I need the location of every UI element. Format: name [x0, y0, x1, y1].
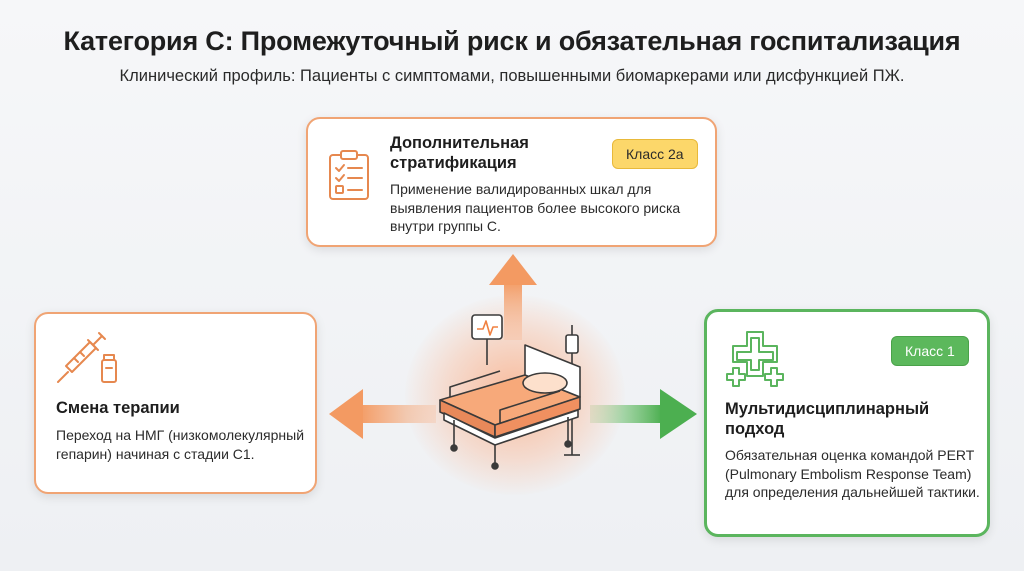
clipboard-checklist-icon: [326, 149, 372, 206]
multidisciplinary-text: Обязательная оценка командой PERT (Pulmo…: [725, 447, 980, 500]
stratification-text: Применение валидированных шкал для выявл…: [390, 181, 681, 234]
page-title: Категория C: Промежуточный риск и обязат…: [63, 26, 961, 56]
multidisciplinary-title: Мультидисциплинарный подход: [725, 400, 930, 438]
page-subtitle: Клинический профиль: Пациенты с симптома…: [119, 67, 905, 85]
medical-crosses-icon: [725, 328, 785, 393]
class-1-badge: Класс 1: [891, 336, 969, 366]
stratification-title: Дополнительная стратификация: [390, 134, 529, 172]
syringe-vial-icon: [54, 328, 120, 393]
therapy-change-title: Смена терапии: [56, 399, 180, 417]
therapy-change-card: Смена терапии Переход на НМГ (низкомолек…: [34, 312, 317, 494]
stratification-card: Дополнительная стратификация Класс 2a Пр…: [306, 117, 717, 247]
multidisciplinary-card: Класс 1 Мультидисциплинарный подход Обяз…: [704, 309, 990, 537]
therapy-change-text: Переход на НМГ (низкомолекулярный гепари…: [56, 427, 305, 462]
hospital-bed-icon: [439, 314, 581, 470]
class-2a-badge: Класс 2a: [612, 139, 698, 169]
